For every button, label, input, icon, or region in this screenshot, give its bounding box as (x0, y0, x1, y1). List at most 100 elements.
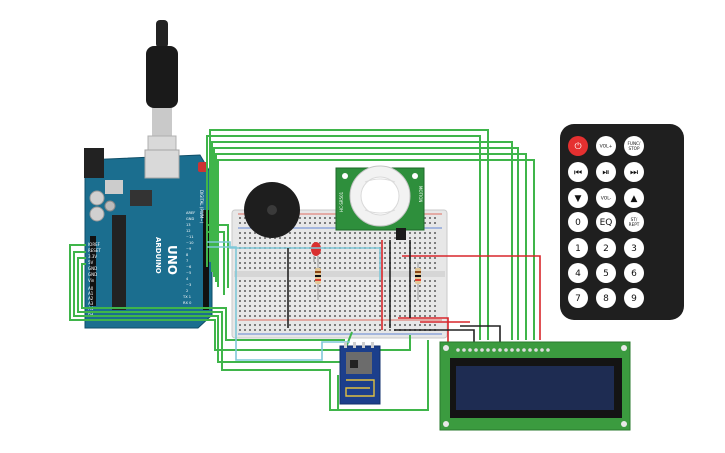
breadboard-hole (434, 285, 436, 287)
remote-button[interactable]: 9 (624, 288, 644, 308)
breadboard-hole (414, 285, 416, 287)
breadboard-hole (309, 329, 311, 331)
remote-button[interactable]: 7 (568, 288, 588, 308)
breadboard-hole (314, 237, 316, 239)
remote-button[interactable]: VOL- (596, 188, 616, 208)
breadboard-hole (254, 242, 256, 244)
remote-button[interactable]: 2 (596, 238, 616, 258)
remote-button[interactable]: ▼ (568, 188, 588, 208)
breadboard-hole (314, 290, 316, 292)
breadboard-hole (424, 305, 426, 307)
breadboard-hole (369, 267, 371, 269)
breadboard-hole (414, 242, 416, 244)
breadboard-hole (414, 237, 416, 239)
breadboard-hole (239, 252, 241, 254)
lcd-pin (528, 348, 532, 352)
arduino-model-text: UNO (165, 245, 179, 275)
breadboard-hole (364, 267, 366, 269)
breadboard-hole (334, 290, 336, 292)
top-pin-label-15: RX 0 (183, 301, 192, 305)
remote-button[interactable]: ⏮ (568, 162, 588, 182)
breadboard-hole (434, 315, 436, 317)
breadboard-hole (259, 262, 261, 264)
breadboard-hole (419, 300, 421, 302)
remote-button[interactable]: 4 (568, 263, 588, 283)
breadboard-hole (354, 262, 356, 264)
breadboard-hole (264, 267, 266, 269)
breadboard-hole (339, 315, 341, 317)
breadboard-hole (314, 262, 316, 264)
breadboard-hole (354, 267, 356, 269)
breadboard-hole (314, 324, 316, 326)
breadboard-hole (294, 257, 296, 259)
breadboard-hole (354, 310, 356, 312)
breadboard-hole (374, 237, 376, 239)
resistor-1 (315, 262, 321, 300)
breadboard-hole (384, 315, 386, 317)
breadboard-hole (344, 285, 346, 287)
breadboard-hole (374, 300, 376, 302)
remote-button[interactable]: ST/REPT (624, 212, 644, 232)
breadboard-hole (359, 295, 361, 297)
breadboard-hole (344, 295, 346, 297)
breadboard-hole (294, 262, 296, 264)
breadboard-hole (379, 242, 381, 244)
remote-button-shape (568, 212, 588, 232)
breadboard-hole (414, 300, 416, 302)
breadboard-hole (259, 310, 261, 312)
breadboard-hole (274, 310, 276, 312)
breadboard-hole (304, 300, 306, 302)
green-wires (69, 129, 535, 411)
remote-button-label: ▲ (631, 194, 638, 204)
remote-button[interactable]: 1 (568, 238, 588, 258)
breadboard-hole (329, 315, 331, 317)
top-pin-label-11: 4 (186, 277, 189, 281)
red-led (311, 242, 321, 262)
breadboard-hole (289, 310, 291, 312)
breadboard-hole (429, 252, 431, 254)
breadboard-hole (254, 252, 256, 254)
breadboard-hole (354, 237, 356, 239)
remote-button[interactable]: FUNC/STOP (624, 136, 644, 156)
remote-button[interactable]: 3 (624, 238, 644, 258)
breadboard-hole (359, 257, 361, 259)
breadboard-hole (369, 252, 371, 254)
breadboard-hole (394, 237, 396, 239)
breadboard-hole (239, 329, 241, 331)
remote-button-label: 4 (575, 269, 581, 279)
remote-button[interactable]: 0 (568, 212, 588, 232)
breadboard-hole (249, 315, 251, 317)
remote-button[interactable]: ⏻ (568, 136, 588, 156)
breadboard-hole (344, 315, 346, 317)
remote-button[interactable]: ⏭ (624, 162, 644, 182)
remote-button[interactable]: ▲ (624, 188, 644, 208)
breadboard-hole (289, 295, 291, 297)
breadboard-hole (339, 257, 341, 259)
remote-button[interactable]: 8 (596, 288, 616, 308)
breadboard-hole (329, 232, 331, 234)
remote-button[interactable]: VOL+ (596, 136, 616, 156)
remote-button-shape (596, 188, 616, 208)
breadboard-hole (244, 300, 246, 302)
remote-button[interactable]: ⏯ (596, 162, 616, 182)
remote-button[interactable]: 5 (596, 263, 616, 283)
breadboard-hole (289, 280, 291, 282)
breadboard-hole (274, 242, 276, 244)
breadboard-hole (349, 237, 351, 239)
remote-button[interactable]: 6 (624, 263, 644, 283)
breadboard-hole (324, 285, 326, 287)
breadboard-hole (244, 267, 246, 269)
breadboard-hole (289, 257, 291, 259)
breadboard-hole (299, 329, 301, 331)
breadboard-hole (434, 310, 436, 312)
remote-button-label: ⏭ (630, 168, 638, 178)
breadboard-hole (309, 217, 311, 219)
remote-button[interactable]: EQ (596, 212, 616, 232)
breadboard-hole (359, 242, 361, 244)
breadboard-hole (344, 252, 346, 254)
breadboard-hole (399, 262, 401, 264)
breadboard-hole (329, 257, 331, 259)
breadboard-hole (249, 285, 251, 287)
breadboard-hole (264, 315, 266, 317)
breadboard-hole (394, 242, 396, 244)
